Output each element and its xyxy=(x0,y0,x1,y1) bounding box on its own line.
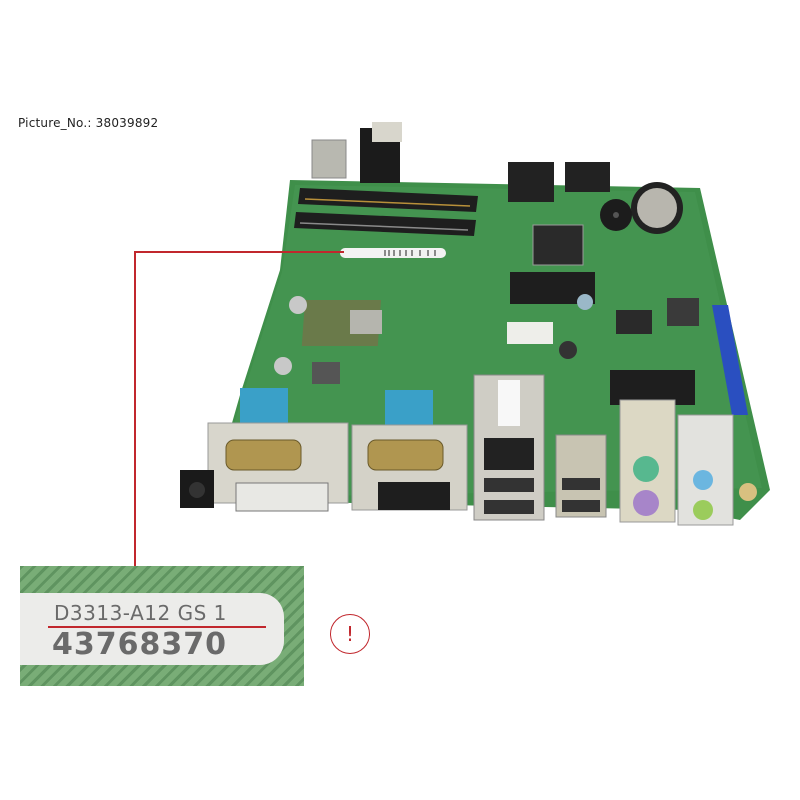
pcie-slot xyxy=(712,305,748,415)
serial-port-2 xyxy=(367,439,444,471)
board-barcode-label xyxy=(340,248,446,258)
ps2-mouse-port xyxy=(633,490,659,516)
rj45-port xyxy=(484,438,534,470)
part-code: D3313-A12 GS 1 xyxy=(54,601,227,625)
ps2-keyboard-port xyxy=(633,456,659,482)
callout-line xyxy=(134,251,344,253)
label-zoom-inset: D3313-A12 GS 1 43768370 xyxy=(20,566,304,686)
usb-port-1 xyxy=(484,478,534,492)
io-chip xyxy=(532,224,584,266)
callout-line-vertical xyxy=(134,251,136,566)
mpcie-slot-2 xyxy=(610,370,695,405)
picture-caption: Picture_No.: 38039892 xyxy=(18,116,159,130)
part-number: 43768370 xyxy=(52,627,227,662)
displayport xyxy=(378,482,450,510)
dvi-port xyxy=(235,482,329,512)
ram-slot-1 xyxy=(298,188,478,212)
sata-port xyxy=(507,322,553,344)
part-label: D3313-A12 GS 1 43768370 xyxy=(20,593,284,665)
audio-line-in xyxy=(693,470,713,490)
warning-icon: ! xyxy=(330,614,370,654)
part-code-underline xyxy=(48,626,266,628)
audio-line-out xyxy=(693,500,713,520)
pin-header-2 xyxy=(565,162,610,192)
serial-port-1 xyxy=(225,439,302,471)
lan-chip xyxy=(616,310,652,334)
inductor xyxy=(667,298,699,326)
usb-port-2 xyxy=(484,500,534,514)
usb-top-connector xyxy=(311,139,347,179)
pin-header-1 xyxy=(508,162,554,202)
ram-slot-2 xyxy=(294,212,476,236)
vga-blue-tab-2 xyxy=(385,390,433,428)
vga-blue-tab-1 xyxy=(240,388,288,426)
capacitor xyxy=(289,296,307,314)
lan-sticker xyxy=(498,380,520,426)
cpu-die xyxy=(350,310,382,334)
